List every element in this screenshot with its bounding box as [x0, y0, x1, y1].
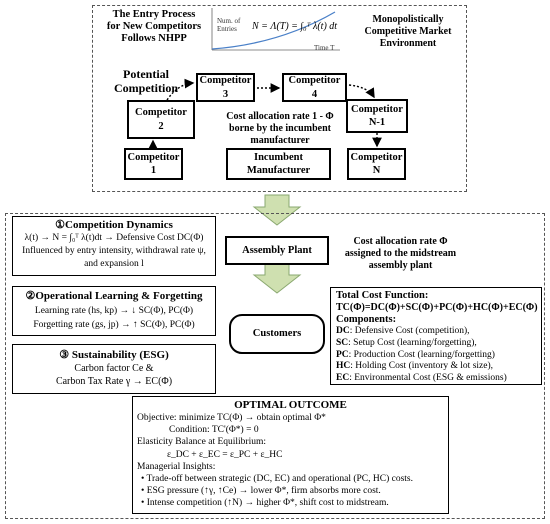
- outcome-elasticity-title: Elasticity Balance at Equilibrium:: [137, 437, 267, 448]
- competitor-1-label: Competitor: [127, 151, 180, 163]
- allocation-phi-line-1: Cost allocation rate Φ: [353, 236, 448, 247]
- components-title: Components:: [336, 314, 397, 325]
- market-env-line-1: Monopolistically: [372, 14, 444, 25]
- top-section-frame: [92, 5, 467, 192]
- allocation-1-phi-line-1: Cost allocation rate 1 - Φ: [226, 111, 334, 122]
- outcome-insights-title: Managerial Insights:: [137, 461, 216, 472]
- competitor-1-number: 1: [150, 165, 157, 176]
- graph-ylabel-line-2: Entries: [217, 25, 237, 33]
- outcome-condition: Condition: TC'(Φ*) = 0: [169, 425, 259, 436]
- competitor-3-label: Competitor: [199, 75, 252, 87]
- learning-forgetting-title: ②Operational Learning & Forgetting: [25, 290, 203, 302]
- entry-process-label: The Entry Process for New Competitors Fo…: [104, 9, 204, 45]
- customers-box: Customers: [229, 314, 325, 354]
- outcome-objective: Objective: minimize TC(Φ) → obtain optim…: [137, 413, 326, 423]
- component-ec: EC: Environmental Cost (ESG & emissions): [336, 373, 507, 385]
- esg-title: ③ Sustainability (ESG): [59, 349, 169, 361]
- learning-line-1: Learning rate (hs, kp) → ↓ SC(Φ), PC(Φ): [34, 306, 194, 316]
- competitor-n1-number: N-1: [368, 117, 386, 128]
- market-env-line-2: Competitive Market: [364, 26, 452, 37]
- component-pc-text: : Production Cost (learning/forgetting): [348, 349, 495, 360]
- esg-text: Carbon factor Ce & Carbon Tax Rate γ → E…: [12, 362, 216, 388]
- graph-xlabel: Time T: [314, 44, 335, 52]
- optimal-outcome-title: OPTIMAL OUTCOME: [234, 399, 347, 411]
- allocation-phi-line-2: assigned to the midstream: [344, 248, 457, 259]
- outcome-insight-3: • Intense competition (↑N) → higher Φ*, …: [141, 498, 389, 509]
- component-hc-abbr: HC: [336, 361, 351, 372]
- competitor-4-number: 4: [311, 88, 318, 100]
- allocation-phi-label: Cost allocation rate Φ assigned to the m…: [338, 236, 463, 272]
- competitor-n-label: Competitor: [350, 151, 403, 163]
- competition-line-2: Influenced by entry intensity, withdrawa…: [22, 246, 206, 256]
- outcome-insight-2: • ESG pressure (↑γ, ↑Ce) → lower Φ*, fir…: [141, 486, 381, 497]
- component-hc-text: : Holding Cost (inventory & lot size),: [350, 361, 494, 372]
- competitor-2-label: Competitor: [135, 107, 187, 119]
- assembly-plant-box: Assembly Plant: [225, 236, 329, 265]
- competitor-4-label: Competitor: [288, 75, 341, 87]
- component-sc-text: : Setup Cost (learning/forgetting),: [348, 337, 477, 348]
- competitor-n1-label: Competitor: [351, 103, 403, 115]
- competition-line-3: and expansion l: [84, 259, 144, 269]
- entry-process-line-3: Follows NHPP: [121, 33, 187, 44]
- outcome-insight-1: • Trade-off between strategic (DC, EC) a…: [141, 474, 413, 485]
- allocation-1-phi-line-2: borne by the incumbent: [229, 123, 331, 134]
- allocation-1-phi-label: Cost allocation rate 1 - Φ borne by the …: [225, 111, 335, 147]
- esg-line-2: Carbon Tax Rate γ → EC(Φ): [55, 376, 173, 387]
- learning-forgetting-text: Learning rate (hs, kp) → ↓ SC(Φ), PC(Φ) …: [12, 304, 216, 332]
- competition-dynamics-box: [12, 216, 216, 276]
- potential-line-2: Competition: [114, 81, 178, 95]
- competition-dynamics-text: λ(t) → N = ∫₀ᵀ λ(t)dt → Defensive Cost D…: [12, 232, 216, 271]
- competition-line-1: λ(t) → N = ∫₀ᵀ λ(t)dt → Defensive Cost D…: [24, 233, 204, 243]
- incumbent-line-2: Manufacturer: [246, 165, 311, 176]
- component-sc: SC: Setup Cost (learning/forgetting),: [336, 338, 507, 350]
- entry-process-line-2: for New Competitors: [106, 21, 202, 32]
- learning-line-2: Forgetting rate (gs, jp) → ↑ SC(Φ), PC(Φ…: [33, 320, 195, 330]
- esg-line-1: Carbon factor Ce &: [74, 363, 154, 374]
- competitor-2-number: 2: [158, 120, 164, 132]
- market-environment-label: Monopolistically Competitive Market Envi…: [354, 14, 462, 50]
- graph-ylabel-line-1: Num. of: [217, 17, 241, 25]
- competition-dynamics-title: ①Competition Dynamics: [55, 219, 173, 231]
- component-list: DC: Defensive Cost (competition), SC: Se…: [336, 326, 507, 385]
- total-cost-box: [330, 287, 542, 385]
- optimal-outcome-box: [132, 396, 449, 514]
- incumbent-line-1: Incumbent: [253, 151, 303, 163]
- total-cost-title: Total Cost Function:: [336, 290, 429, 301]
- component-pc-abbr: PC: [336, 349, 349, 360]
- learning-forgetting-box: [12, 286, 216, 336]
- graph-formula: N = Λ(T) = ∫₀ᵀ λ(t) dt: [252, 21, 338, 32]
- component-dc-abbr: DC: [336, 326, 350, 336]
- total-cost-formula: TC(Φ)=DC(Φ)+SC(Φ)+PC(Φ)+HC(Φ)+EC(Φ): [336, 302, 538, 313]
- graph-ylabel: Num. of Entries: [217, 17, 240, 33]
- potential-competition-label: Potential Competition: [105, 67, 187, 95]
- component-dc-text: : Defensive Cost (competition),: [349, 326, 470, 336]
- competitor-3-number: 3: [222, 88, 229, 100]
- competitor-n-number: N: [372, 165, 381, 176]
- customers-label: Customers: [252, 328, 302, 340]
- allocation-1-phi-line-3: manufacturer: [250, 135, 310, 146]
- optimal-outcome-text: Objective: minimize TC(Φ) → obtain optim…: [137, 412, 413, 510]
- component-dc: DC: Defensive Cost (competition),: [336, 326, 507, 338]
- component-ec-abbr: EC: [336, 373, 350, 384]
- allocation-phi-line-3: assembly plant: [368, 260, 433, 271]
- entry-process-line-1: The Entry Process: [112, 9, 196, 20]
- market-env-line-3: Environment: [379, 38, 437, 49]
- esg-box: [12, 344, 216, 394]
- competitor-1-box: Competitor 1: [124, 148, 183, 180]
- component-sc-abbr: SC: [336, 337, 349, 348]
- assembly-plant-label: Assembly Plant: [242, 244, 312, 256]
- component-ec-text: : Environmental Cost (ESG & emissions): [349, 373, 507, 384]
- component-hc: HC: Holding Cost (inventory & lot size),: [336, 361, 507, 373]
- potential-line-1: Potential: [123, 67, 169, 81]
- outcome-elasticity-equation: ε_DC + ε_EC = ε_PC + ε_HC: [167, 449, 283, 460]
- component-pc: PC: Production Cost (learning/forgetting…: [336, 350, 507, 362]
- bottom-section-frame: [5, 213, 545, 519]
